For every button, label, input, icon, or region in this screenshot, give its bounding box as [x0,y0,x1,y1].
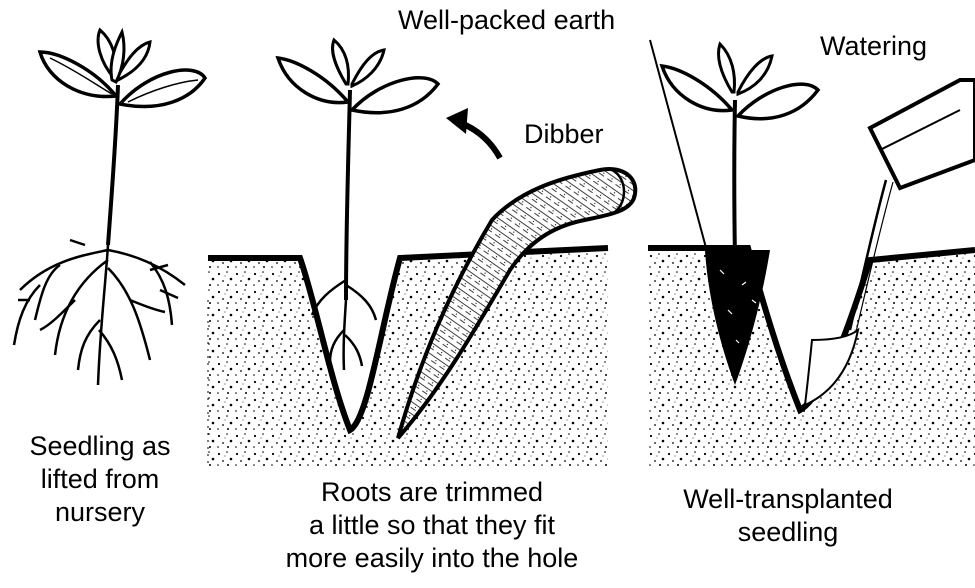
caption-line: Roots are trimmed [248,476,616,509]
leaf-icon [352,78,438,113]
caption-line: Seedling as [0,430,200,463]
caption-line: nursery [0,496,200,529]
soil-block-trimming [208,248,608,468]
caption-line: Well-transplanted [668,483,908,516]
label-watering: Watering [820,30,927,63]
caption-line: seedling [668,516,908,549]
label-well-packed-earth: Well-packed earth [398,4,615,37]
arrowhead-icon [446,108,468,134]
soil-block-transplanted [648,248,975,468]
caption-seedling-lifted: Seedling as lifted from nursery [0,430,200,529]
caption-line: lifted from [0,463,200,496]
transplanted-seedling [662,44,818,260]
roots [14,240,185,385]
caption-well-transplanted: Well-transplanted seedling [668,483,908,549]
caption-roots-trimmed: Roots are trimmed a little so that they … [248,476,616,575]
caption-line: more easily into the hole [248,542,616,575]
watering-spout [870,80,975,188]
label-dibber: Dibber [524,118,604,151]
lifted-seedling [14,30,205,385]
caption-line: a little so that they fit [248,509,616,542]
